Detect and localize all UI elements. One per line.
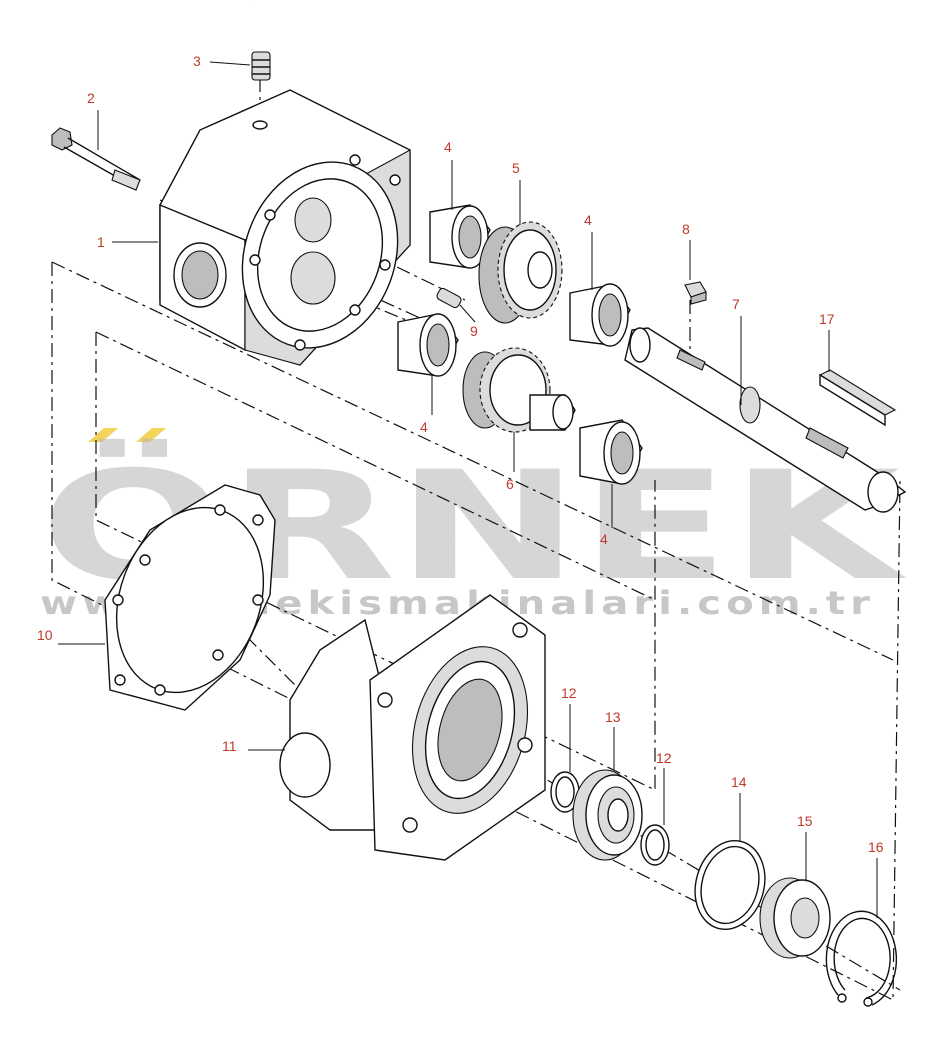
seal-part-15 (759, 877, 831, 959)
gear-part-5 (478, 221, 563, 324)
gasket-part-10 (104, 484, 276, 711)
callout-17: 17 (819, 311, 835, 327)
callout-4-right: 4 (584, 212, 592, 228)
callout-3: 3 (193, 53, 201, 69)
watermark-accent-right (136, 428, 166, 442)
callout-4-top: 4 (444, 139, 452, 155)
pin-part-9 (436, 287, 462, 309)
gear-shaft-part-6 (462, 347, 576, 433)
callout-12-left: 12 (561, 685, 577, 701)
flange-housing-part-11 (279, 594, 546, 861)
callout-9: 9 (470, 323, 478, 339)
callout-4-left: 4 (420, 419, 428, 435)
callout-8: 8 (682, 221, 690, 237)
ball-bearing-part-13 (572, 769, 643, 861)
callout-16: 16 (868, 839, 884, 855)
callout-11: 11 (222, 738, 237, 754)
snap-ring-part-12-left (550, 771, 580, 813)
watermark-accent-left (88, 428, 118, 442)
key-bar-part-17 (818, 369, 897, 427)
set-screw-part-3 (251, 51, 271, 81)
callout-7: 7 (732, 296, 740, 312)
needle-bearing-part-4-bottom (579, 419, 643, 485)
callout-10: 10 (37, 627, 53, 643)
callout-2: 2 (87, 90, 95, 106)
callout-14: 14 (731, 774, 747, 790)
callout-4-bottom: 4 (600, 531, 608, 547)
callout-5: 5 (512, 160, 520, 176)
needle-bearing-part-4-left (397, 313, 459, 377)
leader-lines (58, 61, 878, 918)
callout-15: 15 (797, 813, 813, 829)
bolt-part-2 (51, 127, 141, 191)
callout-13: 13 (605, 709, 621, 725)
callout-1: 1 (97, 234, 105, 250)
callout-12-right: 12 (656, 750, 672, 766)
o-ring-part-14 (694, 839, 766, 931)
needle-bearing-part-4-right (569, 283, 631, 347)
callout-6: 6 (506, 476, 514, 492)
snap-ring-part-12-right (640, 824, 670, 866)
callout-labels: 1 2 3 4 4 4 4 5 6 7 8 9 10 11 12 12 13 1… (37, 53, 884, 855)
output-shaft-part-7 (624, 327, 907, 513)
key-part-8 (684, 281, 707, 305)
housing-part-1 (159, 89, 411, 366)
circlip-part-16 (825, 910, 898, 1007)
needle-bearing-part-4-top (429, 204, 491, 269)
